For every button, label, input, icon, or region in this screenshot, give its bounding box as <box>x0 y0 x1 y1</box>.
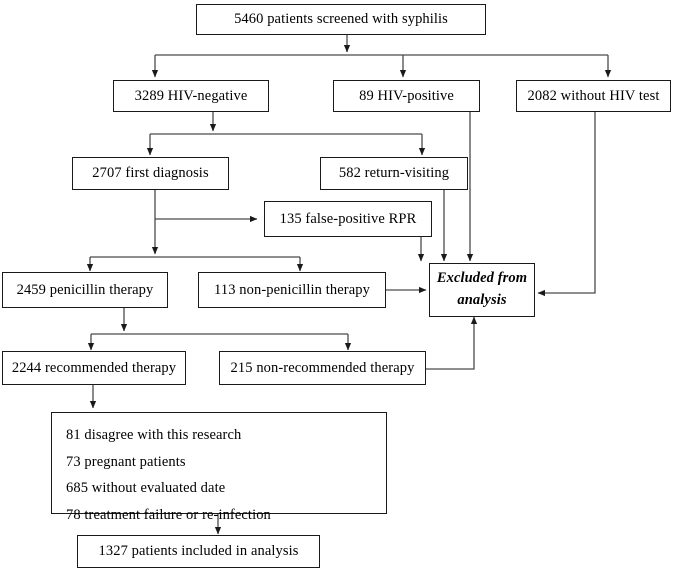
node-included-in-analysis[interactable]: 1327 patients included in analysis <box>77 535 320 568</box>
exclusion-reason-item: 81 disagree with this research <box>66 427 242 443</box>
node-penicillin-therapy-label: 2459 penicillin therapy <box>16 281 154 298</box>
node-excluded-from-analysis[interactable]: Excluded from analysis <box>429 263 535 317</box>
node-screened-label: 5460 patients screened with syphilis <box>234 11 448 28</box>
node-false-positive-rpr[interactable]: 135 false-positive RPR <box>264 201 432 237</box>
node-non-recommended-therapy-label: 215 non-recommended therapy <box>230 359 415 376</box>
node-false-positive-rpr-label: 135 false-positive RPR <box>279 210 417 227</box>
exclusion-reason-item: 73 pregnant patients <box>66 453 186 470</box>
node-first-diagnosis[interactable]: 2707 first diagnosis <box>72 157 229 190</box>
node-return-visiting[interactable]: 582 return-visiting <box>320 157 468 190</box>
edge-nonrecommended-to-excluded <box>426 316 478 370</box>
node-non-recommended-therapy[interactable]: 215 non-recommended therapy <box>219 351 426 385</box>
node-recommended-therapy-label: 2244 recommended therapy <box>11 359 177 376</box>
node-return-visiting-label: 582 return-visiting <box>338 165 450 182</box>
node-first-diagnosis-label: 2707 first diagnosis <box>92 165 209 182</box>
node-screened[interactable]: 5460 patients screened with syphilis <box>196 4 486 35</box>
node-hiv-positive-label: 89 HIV-positive <box>359 87 454 104</box>
node-hiv-negative-label: 3289 HIV-negative <box>134 87 248 104</box>
node-penicillin-therapy[interactable]: 2459 penicillin therapy <box>2 272 168 308</box>
node-recommended-therapy[interactable]: 2244 recommended therapy <box>2 351 186 385</box>
edge-nohivtest-to-excluded <box>537 112 596 297</box>
node-hiv-positive[interactable]: 89 HIV-positive <box>333 80 480 112</box>
node-excluded-line-1: Excluded from <box>436 270 528 287</box>
exclusion-reason-item: 685 without evaluated date <box>66 480 226 496</box>
node-exclusion-reasons[interactable]: 81 disagree with this research 73 pregna… <box>51 412 387 522</box>
node-hiv-negative[interactable]: 3289 HIV-negative <box>113 80 269 112</box>
node-no-hiv-test[interactable]: 2082 without HIV test <box>516 80 671 112</box>
exclusion-reason-item: 78 treatment failure or re-infection <box>66 506 271 523</box>
node-non-penicillin-therapy-label: 113 non-penicillin therapy <box>214 281 370 298</box>
node-non-penicillin-therapy[interactable]: 113 non-penicillin therapy <box>198 272 386 308</box>
node-no-hiv-test-label: 2082 without HIV test <box>527 87 660 104</box>
node-excluded-line-2: analysis <box>457 292 507 308</box>
node-included-in-analysis-label: 1327 patients included in analysis <box>98 543 299 560</box>
